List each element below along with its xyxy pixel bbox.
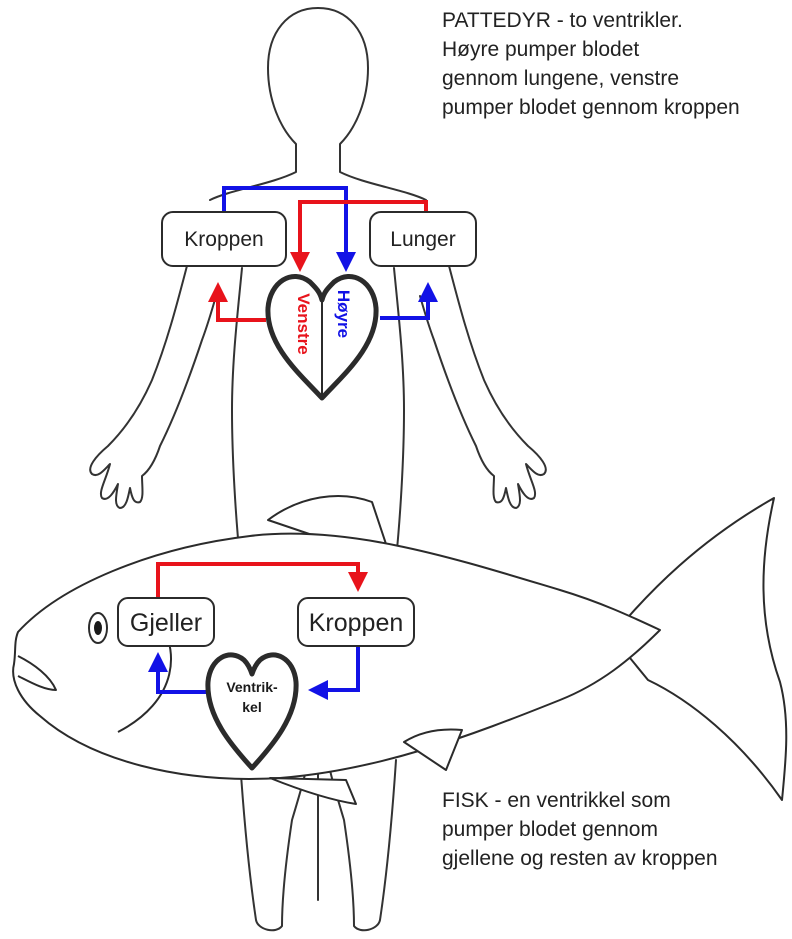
fish-caption-line: gjellene og resten av kroppen [442, 844, 718, 873]
mammal-caption-line: Høyre pumper blodet [442, 35, 740, 64]
fish-caption-line: FISK - en ventrikkel som [442, 786, 718, 815]
mammal-heart-left-label: Venstre [294, 293, 313, 354]
mammal-caption-line: PATTEDYR - to ventrikler. [442, 6, 740, 35]
fish-outline [13, 496, 786, 804]
human-torso-left [232, 268, 242, 560]
mammal-blue-heart-to-lungs-arrow [380, 290, 428, 318]
mammal-box-lungs-label: Lunger [390, 228, 455, 251]
fish-body [13, 534, 660, 779]
mammal-caption-line: pumper blodet gennom kroppen [442, 93, 740, 122]
human-head [210, 8, 318, 200]
fish-pupil [94, 621, 102, 635]
fish-caption: FISK - en ventrikkel som pumper blodet g… [442, 786, 718, 873]
mammal-circulation: Kroppen Lunger Venstre Høyre [162, 188, 476, 398]
fish-heart-label-line2: kel [242, 699, 261, 715]
human-right-arm [420, 262, 546, 508]
mammal-heart-right-label: Høyre [334, 290, 353, 338]
mammal-red-heart-to-body-arrow [218, 290, 266, 320]
fish-box-body-label: Kroppen [309, 609, 404, 637]
human-left-arm [90, 262, 216, 508]
mammal-box-body-label: Kroppen [184, 228, 263, 251]
human-torso-right [394, 268, 404, 560]
human-head-right [318, 8, 426, 200]
fish-caption-line: pumper blodet gennom [442, 815, 718, 844]
mammal-caption: PATTEDYR - to ventrikler. Høyre pumper b… [442, 6, 740, 122]
fish-heart-label-line1: Ventrik- [226, 679, 278, 695]
mammal-caption-line: gennom lungene, venstre [442, 64, 740, 93]
fish-box-gills-label: Gjeller [130, 609, 202, 637]
fish-pelvic-fin [270, 778, 356, 804]
